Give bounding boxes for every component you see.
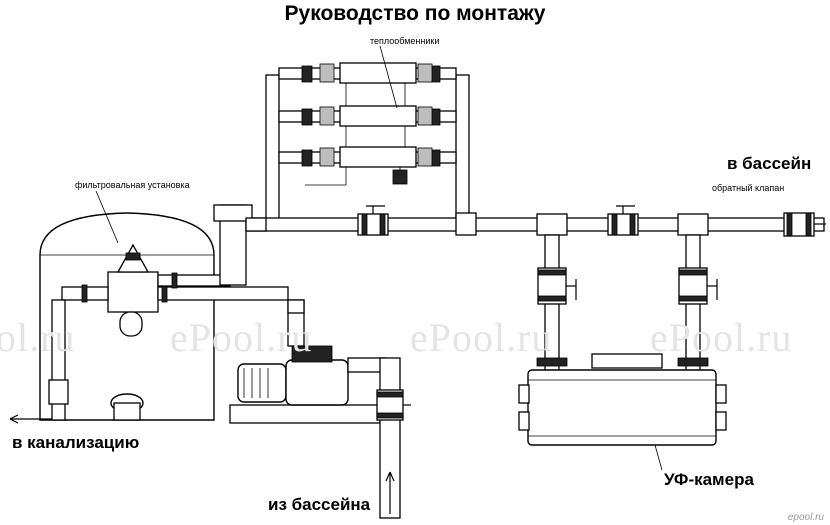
uv-chamber-unit [518,234,727,471]
to-pool-label: в бассейн [727,154,812,173]
heat-exchanger-manifold [265,45,470,226]
uv-chamber-label: УФ-камера [664,470,754,489]
watermark: ePool.ru [410,315,553,360]
ball-valve-icon [607,205,639,236]
pump-unit [229,299,411,519]
ball-valve-icon [678,267,718,305]
uv-lamp-housing [591,353,663,369]
ball-valve-icon [357,205,389,236]
watermark-fragment: ol.ru [0,315,76,360]
heat-exchanger-row [278,62,457,84]
heat-exchangers-label: теплообменники [370,36,440,46]
control-valve-icon [392,169,408,185]
check-valve-label: обратный клапан [712,183,785,193]
main-return-pipe [243,205,826,237]
ball-valve-icon [537,267,577,305]
multiport-valve [107,271,159,313]
watermark: ePool.ru [170,315,313,360]
heat-exchanger-row [278,105,457,127]
diagram-title: Руководство по монтажу [284,2,546,25]
ball-valve-icon [376,389,411,421]
to-sewer-label: в канализацию [12,433,140,452]
check-valve-icon [783,212,815,237]
watermark-corner: epool.ru [787,512,824,523]
filter-unit-label: фильтровальная установка [75,180,190,190]
uv-chamber-body [527,369,717,446]
from-pool-label: из бассейна [268,495,371,514]
heat-exchanger-row [278,146,457,168]
watermark: ePool.ru [650,315,793,360]
filter-unit [9,190,289,424]
pump-housing [285,359,349,406]
pump-base [229,404,381,424]
pump-motor [237,363,287,403]
